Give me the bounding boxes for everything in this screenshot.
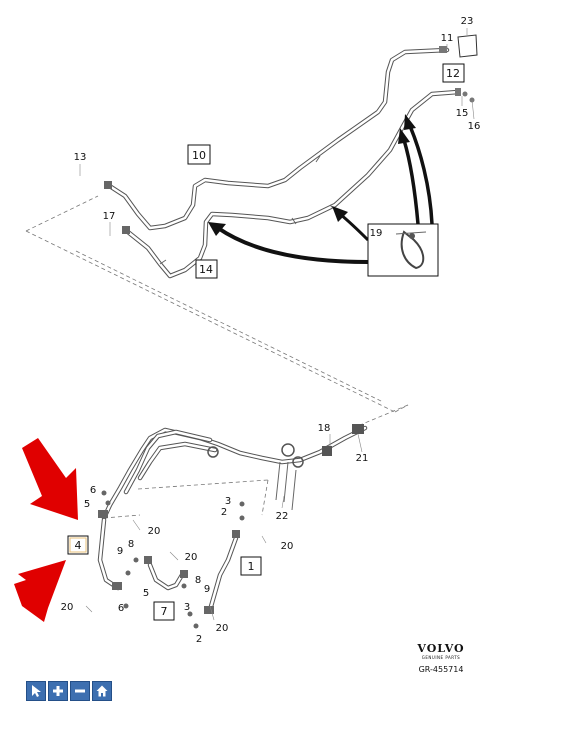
label-20-c: 20 [281,541,294,552]
zoom-in-button[interactable] [48,681,68,701]
label-16: 16 [468,121,481,132]
label-20-b: 20 [185,552,198,563]
zoom-out-icon [75,689,85,693]
label-8-b: 8 [195,575,201,586]
boxed-label-10: 10 [192,149,206,162]
boxed-label-7: 7 [161,605,168,618]
red-arrow-upper [22,438,78,520]
label-6-a: 6 [90,485,96,496]
assembly-frame [25,195,409,519]
brand-tagline: GENUINE PARTS [422,655,460,660]
label-23: 23 [461,16,474,27]
label-11: 11 [441,33,454,44]
brand-name: VOLVO [416,642,464,655]
boxed-label-1: 1 [248,560,255,573]
home-icon [96,685,108,697]
home-button[interactable] [92,681,112,701]
brand-block: VOLVO GENUINE PARTS GR-455714 [416,642,464,674]
label-21: 21 [356,453,369,464]
label-17: 17 [103,211,116,222]
label-9-a: 9 [117,546,123,557]
pointer-icon [32,685,41,697]
pointer-button[interactable] [26,681,46,701]
label-20-d: 20 [61,602,74,613]
reference-number: GR-455714 [419,665,464,674]
label-2-a: 2 [221,507,227,518]
red-callout-arrows [14,438,78,622]
label-leaders [79,44,475,509]
label-8-a: 8 [128,539,134,550]
boxed-label-14: 14 [199,263,213,276]
plate-23 [457,28,478,58]
label-6-b: 6 [118,603,124,614]
boxed-label-4: 4 [75,539,82,552]
label-20-a: 20 [148,526,161,537]
label-5-a: 5 [84,499,90,510]
label-15: 15 [456,108,469,119]
boxed-label-12: 12 [446,67,460,80]
number-labels: 2 2 3 3 5 5 6 6 8 8 9 9 11 13 15 16 17 1… [61,16,481,645]
label-18: 18 [318,423,331,434]
label-13: 13 [74,152,87,163]
label-22: 22 [276,511,289,522]
label-20-e: 20 [216,623,229,634]
label-9-b: 9 [204,584,210,595]
zoom-in-icon [53,686,63,696]
detail-box-19 [367,223,439,277]
red-arrow-lower [14,560,66,622]
viewer-toolbar [26,681,112,701]
label-3-b: 3 [184,602,190,613]
label-2-b: 2 [196,634,202,645]
boxed-labels: 1 4 7 10 12 14 19 [67,63,465,621]
label-5-b: 5 [143,588,149,599]
callout-arrows-19 [208,114,434,264]
label-3-a: 3 [225,496,231,507]
lower-pipe-assembly [85,424,368,629]
zoom-out-button[interactable] [70,681,90,701]
boxed-label-19: 19 [370,228,383,239]
